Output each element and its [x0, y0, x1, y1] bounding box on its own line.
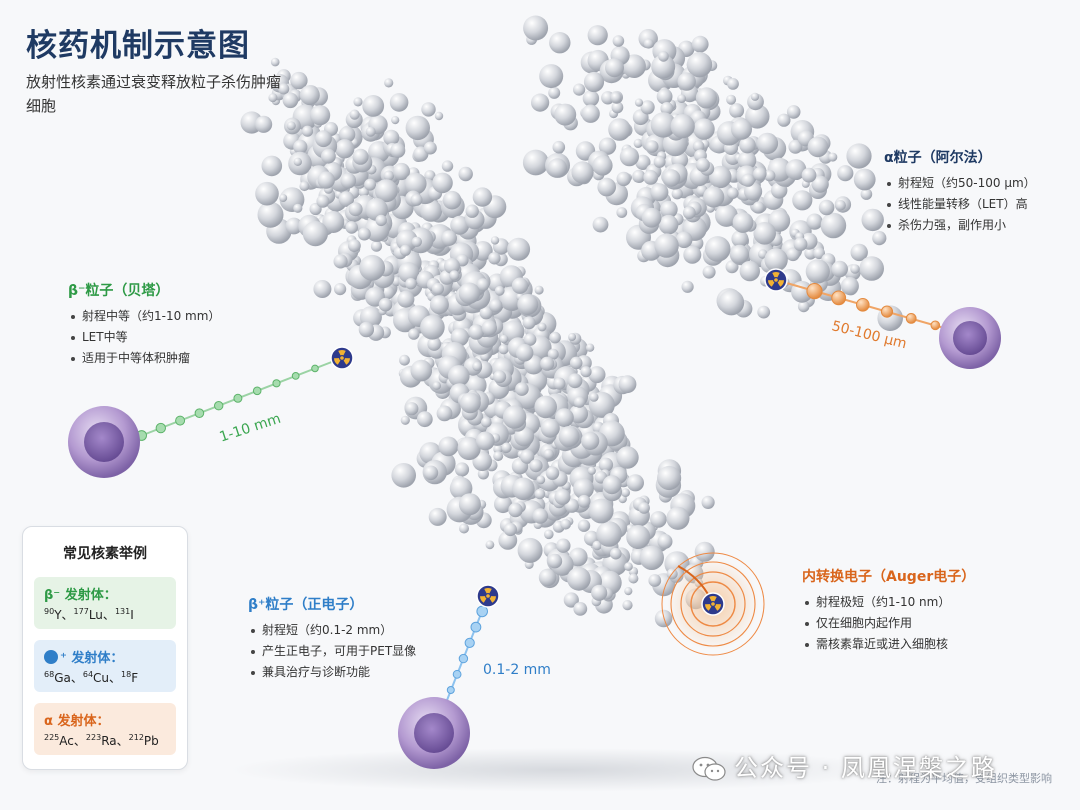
beta-plus-item: 射程短（约0.1-2 mm）	[262, 620, 468, 641]
alpha-item: 射程短（约50-100 μm）	[898, 173, 1074, 194]
watermark: 公众号 · 凤凰涅槃之路	[692, 748, 997, 783]
legend-alpha-nuclides: 225Ac、223Ra、212Pb	[44, 732, 176, 749]
legend-alpha: α 发射体： 225Ac、223Ra、212Pb	[34, 703, 176, 755]
page-subtitle: 放射性核素通过衰变释放粒子杀伤肿瘤细胞	[26, 70, 286, 118]
legend-beta-minus-label: β⁻ 发射体：	[44, 584, 176, 603]
auger-item: 需核素靠近或进入细胞核	[816, 634, 1002, 655]
beta-plus-item: 兼具治疗与诊断功能	[262, 662, 468, 683]
beta-plus-title: β⁺粒子（正电子）	[248, 594, 468, 614]
legend-title: 常见核素举例	[23, 543, 187, 563]
tumor-cell-right	[939, 307, 1001, 369]
radiation-icon	[765, 269, 787, 291]
legend-beta-plus-label: ⁺ 发射体：	[60, 651, 123, 666]
beta-minus-item: 适用于中等体积肿瘤	[82, 348, 258, 369]
legend-beta-minus: β⁻ 发射体： 90Y、177Lu、131I	[34, 577, 176, 629]
beta-minus-item: LET中等	[82, 327, 258, 348]
tumor-cell-left	[68, 406, 140, 478]
beta-plus-panel: β⁺粒子（正电子） 射程短（约0.1-2 mm） 产生正电子，可用于PET显像 …	[248, 594, 468, 683]
alpha-item: 杀伤力强，副作用小	[898, 215, 1074, 236]
legend-alpha-label: α 发射体：	[44, 710, 176, 729]
beta-plus-badge-icon	[44, 650, 58, 664]
alpha-item: 线性能量转移（LET）高	[898, 194, 1074, 215]
tumor-cell-bottom	[398, 697, 470, 769]
radiation-icon	[477, 585, 499, 607]
beta-plus-range-label: 0.1-2 mm	[483, 662, 551, 678]
legend-beta-plus-nuclides: 68Ga、64Cu、18F	[44, 669, 176, 686]
wechat-icon	[692, 756, 726, 782]
radiation-icon	[331, 347, 353, 369]
alpha-title: α粒子（阿尔法）	[884, 147, 1074, 167]
nuclide-legend-card: 常见核素举例 β⁻ 发射体： 90Y、177Lu、131I ⁺ 发射体： 68G…	[22, 526, 188, 770]
auger-item: 仅在细胞内起作用	[816, 613, 1002, 634]
legend-beta-plus: ⁺ 发射体： 68Ga、64Cu、18F	[34, 640, 176, 692]
beta-plus-item: 产生正电子，可用于PET显像	[262, 641, 468, 662]
alpha-panel: α粒子（阿尔法） 射程短（约50-100 μm） 线性能量转移（LET）高 杀伤…	[884, 147, 1074, 236]
auger-item: 射程极短（约1-10 nm）	[816, 592, 1002, 613]
page-title: 核药机制示意图	[26, 20, 250, 65]
watermark-text: 公众号 · 凤凰涅槃之路	[734, 754, 997, 782]
beta-minus-item: 射程中等（约1-10 mm）	[82, 306, 258, 327]
auger-panel: 内转换电子（Auger电子） 射程极短（约1-10 nm） 仅在细胞内起作用 需…	[802, 566, 1002, 655]
radiation-icon	[702, 593, 724, 615]
antibody-structure	[241, 16, 904, 628]
legend-beta-minus-nuclides: 90Y、177Lu、131I	[44, 606, 176, 623]
beta-minus-panel: β⁻粒子（贝塔） 射程中等（约1-10 mm） LET中等 适用于中等体积肿瘤	[68, 280, 258, 369]
auger-title: 内转换电子（Auger电子）	[802, 566, 1002, 586]
beta-minus-title: β⁻粒子（贝塔）	[68, 280, 258, 300]
